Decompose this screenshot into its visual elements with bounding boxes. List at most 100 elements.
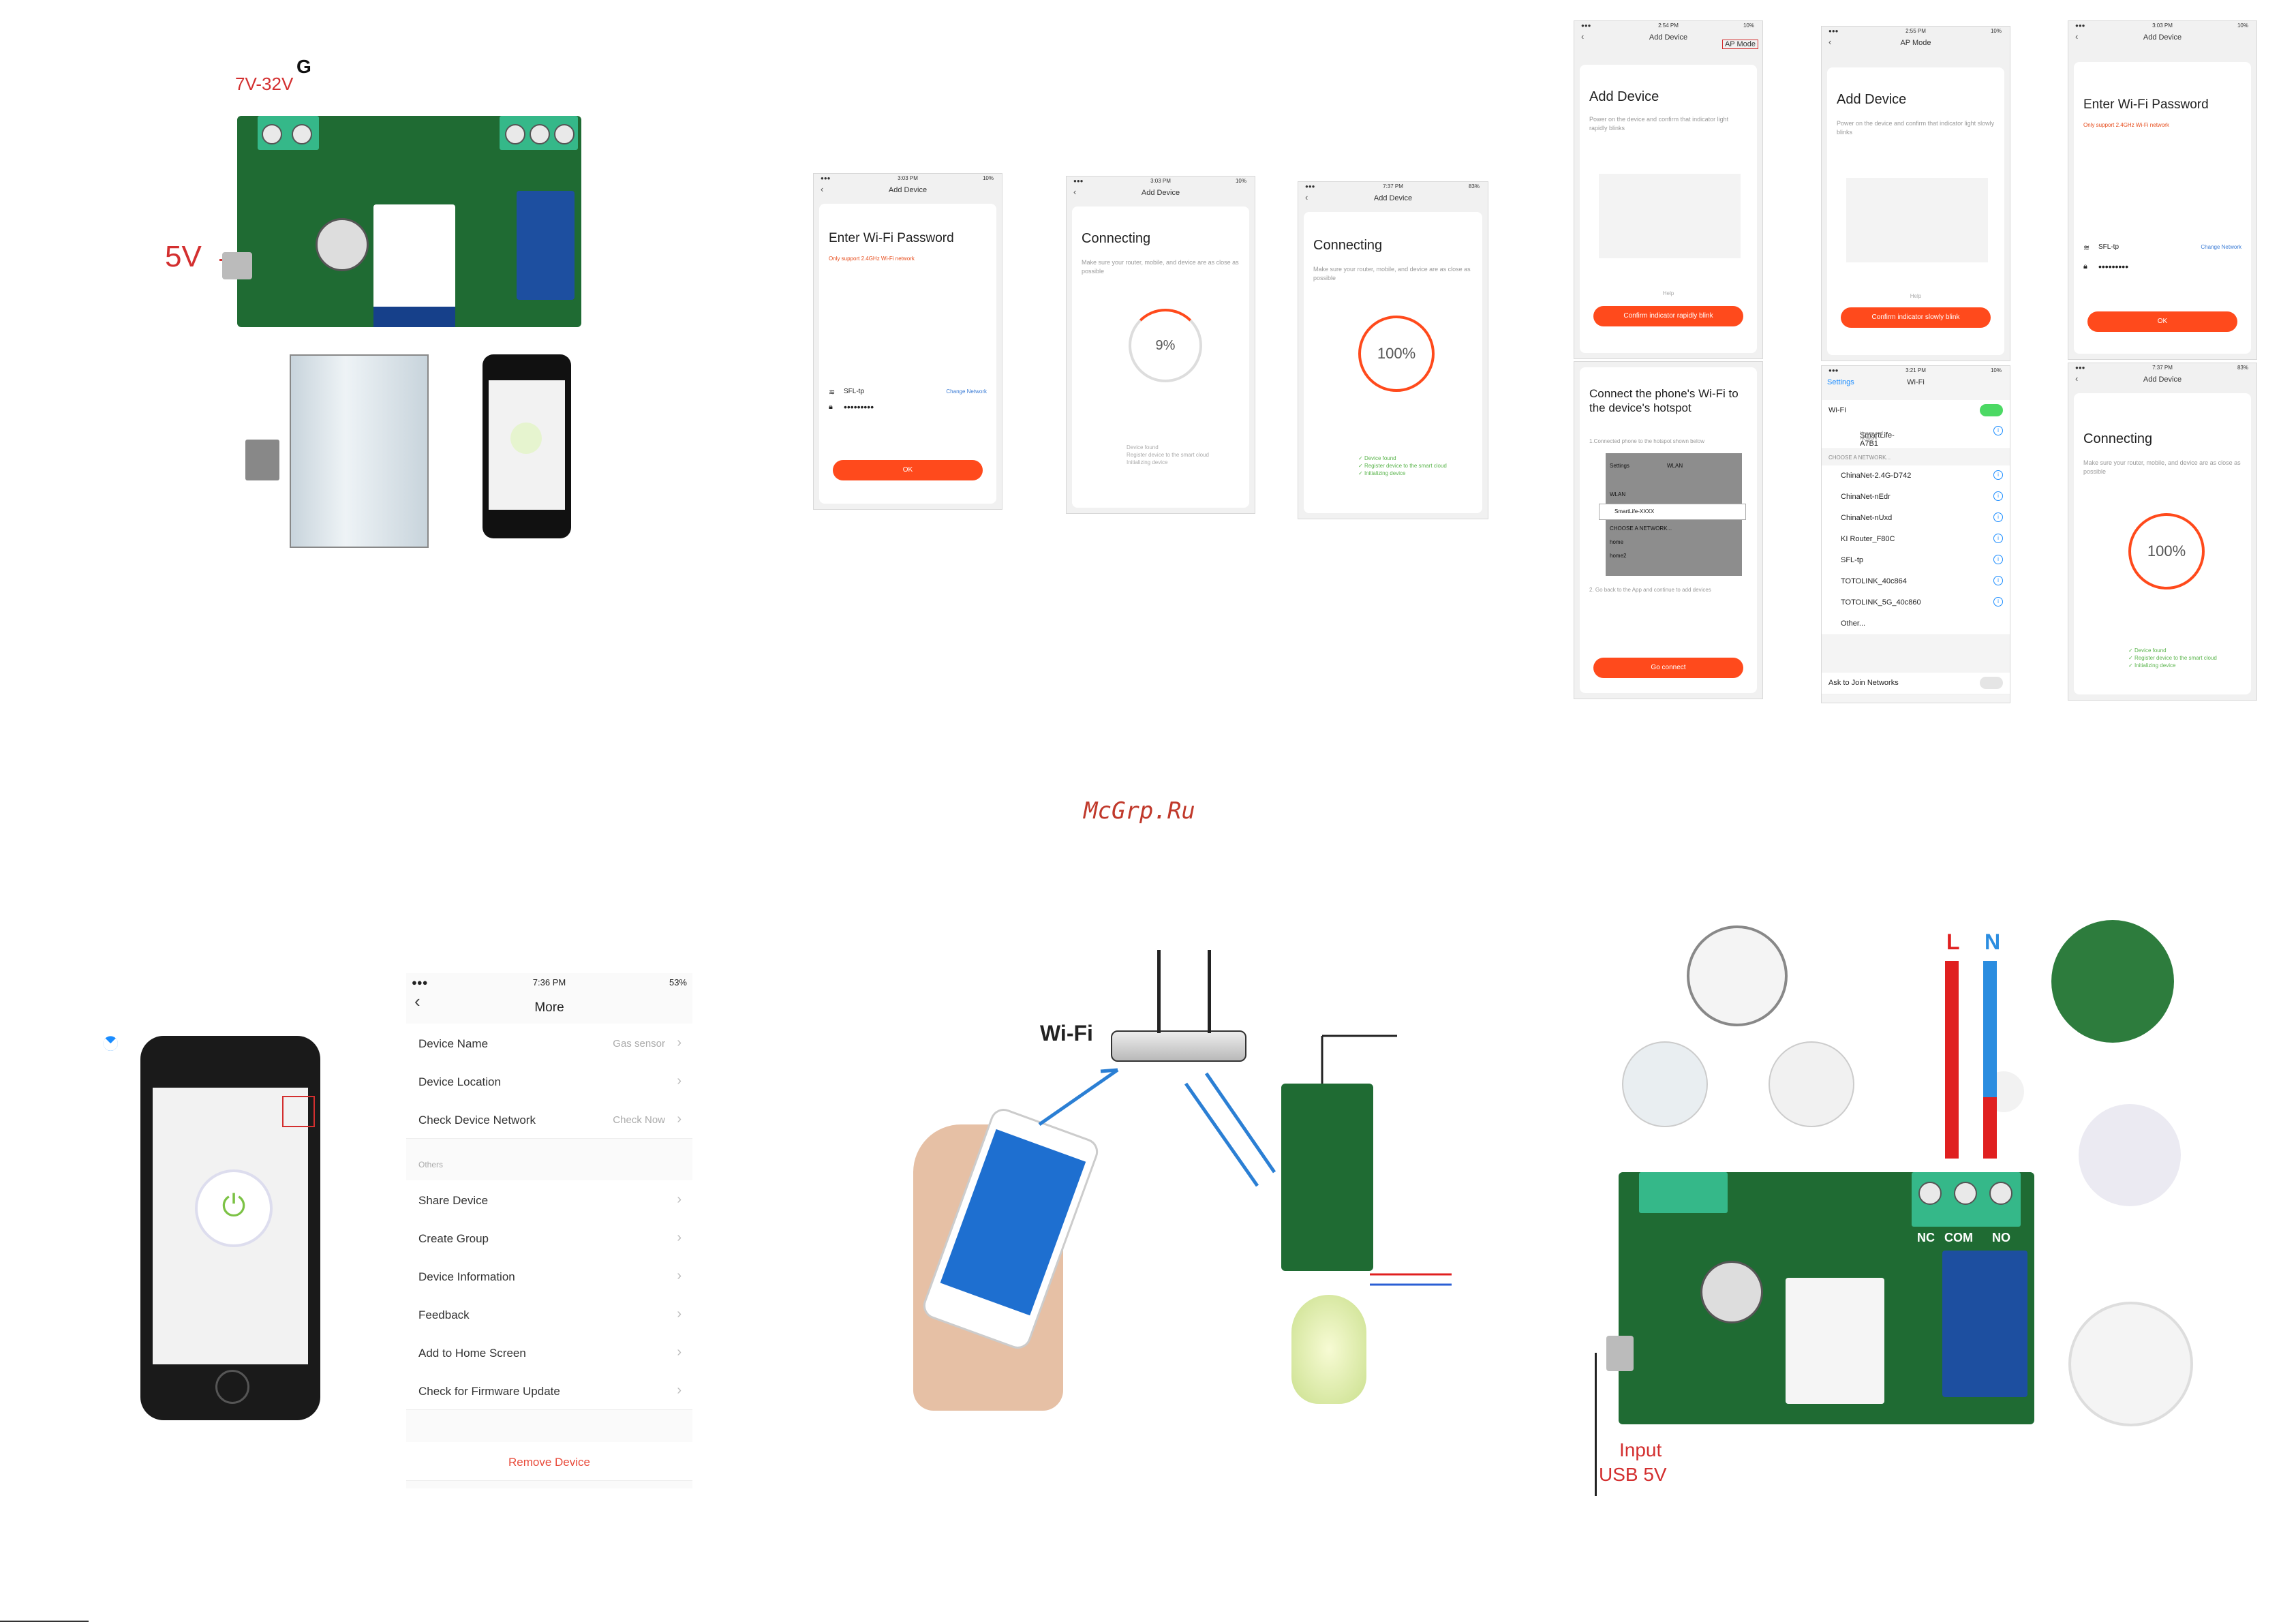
step-list: ✓ Device found✓ Register device to the s… (2128, 647, 2217, 669)
go-connect-button[interactable]: Go connect (1593, 658, 1743, 678)
row-firmware-update[interactable]: Check for Firmware Update› (406, 1371, 692, 1410)
phone-photo (483, 354, 571, 538)
remove-device-button[interactable]: Remove Device (406, 1442, 692, 1481)
back-icon[interactable]: ‹ (2075, 373, 2079, 384)
row-feedback[interactable]: Feedback› (406, 1295, 692, 1334)
wifi-toggle[interactable] (1980, 404, 2003, 416)
change-network-link[interactable]: Change Network (2201, 244, 2241, 250)
change-network-link[interactable]: Change Network (946, 388, 987, 395)
warning-text: Only support 2.4GHz Wi-Fi network (829, 256, 915, 262)
back-icon[interactable]: ‹ (1581, 31, 1585, 42)
screen-title: Add Device (1589, 89, 1659, 104)
wifi-icon: ≋ (829, 388, 836, 397)
back-settings-link[interactable]: Settings (1827, 378, 1854, 386)
device-illustration (1846, 178, 1988, 262)
phone-app-photo: ⏻ (140, 1036, 320, 1420)
board-diagram (1281, 1084, 1373, 1271)
ap-mode-link[interactable]: AP Mode (1721, 40, 1758, 49)
confirm-button[interactable]: Confirm indicator slowly blink (1841, 307, 1991, 328)
ask-to-join-toggle[interactable] (1980, 677, 2003, 689)
watermark: McGrp.Ru (1084, 797, 1195, 825)
row-device-information[interactable]: Device Information› (406, 1257, 692, 1296)
wifi-icon: ≋ (2083, 244, 2090, 252)
screen-title: Connecting (1313, 238, 1383, 253)
nav-title: Add Device (1649, 33, 1688, 42)
router-icon (1111, 950, 1246, 1062)
screen-title: Connecting (2083, 431, 2153, 446)
nc-label: NC (1917, 1231, 1935, 1244)
section-others: Others (418, 1160, 444, 1169)
wiring-photo: L N NC COM NO Input USB 5V (1561, 900, 2256, 1499)
help-link[interactable]: Help (1662, 290, 1674, 296)
row-device-location[interactable]: Device Location› (406, 1062, 692, 1101)
nav-title: Add Device (2143, 33, 2182, 42)
nav-title: AP Mode (1900, 39, 1931, 47)
back-icon[interactable]: ‹ (1073, 187, 1077, 197)
progress-ring: 100% (2128, 513, 2205, 589)
nav-title: Add Device (2143, 376, 2182, 384)
password-field[interactable]: ••••••••• (2098, 261, 2129, 272)
screen-title: Enter Wi-Fi Password (829, 231, 954, 245)
row-add-home-screen[interactable]: Add to Home Screen› (406, 1333, 692, 1372)
bulb-icon (1291, 1295, 1366, 1404)
fridge-photo (1622, 1041, 1708, 1127)
row-create-group[interactable]: Create Group› (406, 1219, 692, 1257)
aquarium-photo (2051, 920, 2174, 1043)
ok-button[interactable]: OK (833, 460, 983, 480)
wifi-label: Wi-Fi (1040, 1021, 1093, 1045)
confirm-button[interactable]: Confirm indicator rapidly blink (1593, 306, 1743, 326)
help-link[interactable]: Help (1910, 293, 1922, 299)
voltage-label: 7V-32V (235, 74, 294, 94)
screen-subtitle: Make sure your router, mobile, and devic… (1082, 259, 1239, 275)
live-wire (1945, 961, 1959, 1159)
no-label: NO (1992, 1231, 2010, 1244)
ssid-value: SFL-tp (844, 388, 865, 395)
screen-subtitle: Power on the device and confirm that ind… (1589, 116, 1729, 132)
input-label: Input USB 5V (1599, 1439, 1667, 1485)
door-photo (290, 354, 429, 548)
back-icon[interactable]: ‹ (821, 184, 824, 194)
ask-to-join-label: Ask to Join Networks (1828, 679, 1899, 687)
neutral-label: N (1985, 930, 2001, 954)
wifi-arrows (1038, 1035, 1452, 1286)
warning-text: Only support 2.4GHz Wi-Fi network (2083, 122, 2169, 128)
screen-hotspot: Connect the phone's Wi-Fi to the device'… (1574, 361, 1763, 699)
choose-network-heading: CHOOSE A NETWORK... (1828, 455, 1891, 461)
ok-button[interactable]: OK (2087, 311, 2237, 332)
back-icon[interactable]: ‹ (1828, 37, 1832, 47)
usb-5v-label: 5V (165, 240, 202, 273)
connection-diagram: Wi-Fi (866, 940, 1452, 1431)
back-icon[interactable]: ‹ (414, 991, 420, 1011)
nav-title: Wi-Fi (1907, 378, 1925, 386)
fan-photo (1687, 925, 1788, 1026)
nav-title: Add Device (1373, 194, 1413, 202)
power-button-icon[interactable]: ⏻ (195, 1169, 273, 1247)
nav-title: Add Device (888, 186, 928, 194)
screen-subtitle: Make sure your router, mobile, and devic… (2083, 459, 2241, 475)
row-share-device[interactable]: Share Device› (406, 1180, 692, 1219)
step-list: ✓ Device found✓ Register device to the s… (1358, 455, 1447, 476)
back-icon[interactable]: ‹ (1305, 192, 1308, 202)
network-row-other[interactable]: Other... (1822, 613, 2010, 635)
progress-ring: 100% (1358, 316, 1435, 392)
neutral-wire (1983, 961, 1997, 1097)
back-icon[interactable]: ‹ (2075, 31, 2079, 42)
progress-ring: 9% (1129, 309, 1202, 382)
screen-title: Connect the phone's Wi-Fi to the device'… (1589, 387, 1739, 414)
password-field[interactable]: ••••••••• (844, 401, 874, 412)
more-highlight[interactable] (282, 1096, 315, 1127)
